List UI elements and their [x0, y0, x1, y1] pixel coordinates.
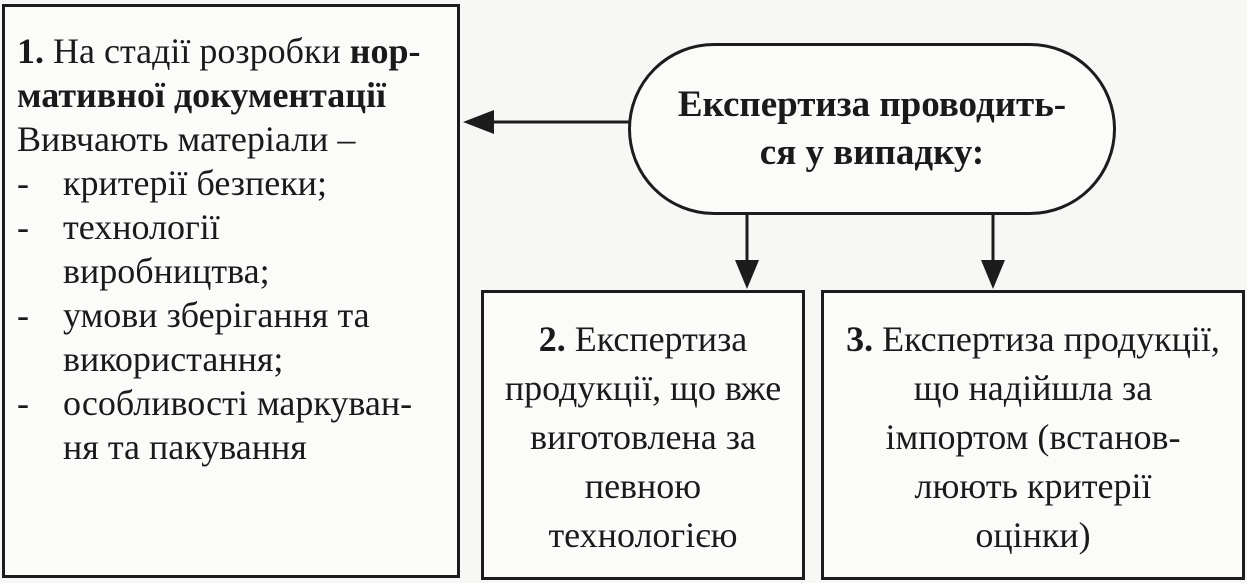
- list-item: -умови зберігання та: [17, 293, 447, 337]
- list-dash: -: [17, 207, 29, 247]
- box2-line-1: 2. Експертиза: [484, 315, 802, 364]
- oval-line-1: Експертиза проводить-: [677, 84, 1067, 125]
- box2-line-5: технологією: [548, 515, 738, 555]
- box1-heading-line-2: мативної документації: [17, 75, 387, 115]
- list-item: -особливості маркуван-: [17, 381, 447, 425]
- arrowhead-to-box1: [463, 110, 494, 134]
- box2-line-4: певною: [584, 466, 702, 506]
- list-item-text: використання;: [63, 339, 284, 379]
- list-dash: -: [17, 295, 29, 335]
- list-item-text: виробництва;: [63, 251, 270, 291]
- list-item-text: умови зберігання та: [63, 295, 370, 335]
- box3-line-5: оцінки): [975, 515, 1091, 555]
- box1-heading-plain: На стадії розробки: [44, 31, 350, 71]
- list-item: використання;: [17, 337, 447, 381]
- arrowhead-to-box3: [981, 260, 1005, 289]
- list-dash: -: [17, 163, 29, 203]
- box1-intro: Вивчають матеріали –: [17, 119, 356, 159]
- box1-heading-line-1: 1. На стадії розробки нор-: [17, 29, 447, 73]
- box1-item-list: -критерії безпеки; -технології виробницт…: [17, 161, 447, 469]
- list-item: виробництва;: [17, 249, 447, 293]
- case-box-2: 2. Експертиза продукції, що вже виготовл…: [481, 290, 805, 580]
- main-oval: Експертиза проводить- ся у випадку:: [628, 43, 1116, 215]
- list-item-text: ня та пакування: [63, 427, 307, 467]
- box2-text: 2. Експертиза продукції, що вже виготовл…: [484, 315, 802, 560]
- box2-line-1-text: Експертиза: [565, 319, 748, 359]
- list-item-text: технології: [63, 207, 220, 247]
- box2-line-3: виготовлена за: [530, 417, 756, 457]
- box3-line-2: що надійшла за: [913, 368, 1153, 408]
- case-box-1: 1. На стадії розробки нор- мативної доку…: [2, 4, 460, 578]
- box3-line-1-text: Експертиза продукції,: [873, 319, 1220, 359]
- box1-heading-bold-a: нор-: [349, 31, 421, 71]
- box2-number: 2.: [538, 319, 566, 359]
- list-item-text: критерії безпеки;: [63, 163, 327, 203]
- list-item: -критерії безпеки;: [17, 161, 447, 205]
- box3-text: 3. Експертиза продукції, що надійшла за …: [824, 315, 1242, 560]
- arrowhead-to-box2: [735, 260, 759, 289]
- list-item: ня та пакування: [17, 425, 447, 469]
- box3-line-1: 3. Експертиза продукції,: [824, 315, 1242, 364]
- box3-line-3: імпортом (встанов-: [885, 417, 1181, 457]
- box2-line-2: продукції, що вже: [504, 368, 782, 408]
- box1-number: 1.: [17, 31, 44, 71]
- box3-number: 3.: [846, 319, 874, 359]
- case-box-3: 3. Експертиза продукції, що надійшла за …: [821, 290, 1245, 580]
- list-item: -технології: [17, 205, 447, 249]
- box3-line-4: люють критерії: [914, 466, 1152, 506]
- oval-line-2: ся у випадку:: [759, 132, 985, 173]
- list-item-text: особливості маркуван-: [63, 383, 413, 423]
- list-dash: -: [17, 383, 29, 423]
